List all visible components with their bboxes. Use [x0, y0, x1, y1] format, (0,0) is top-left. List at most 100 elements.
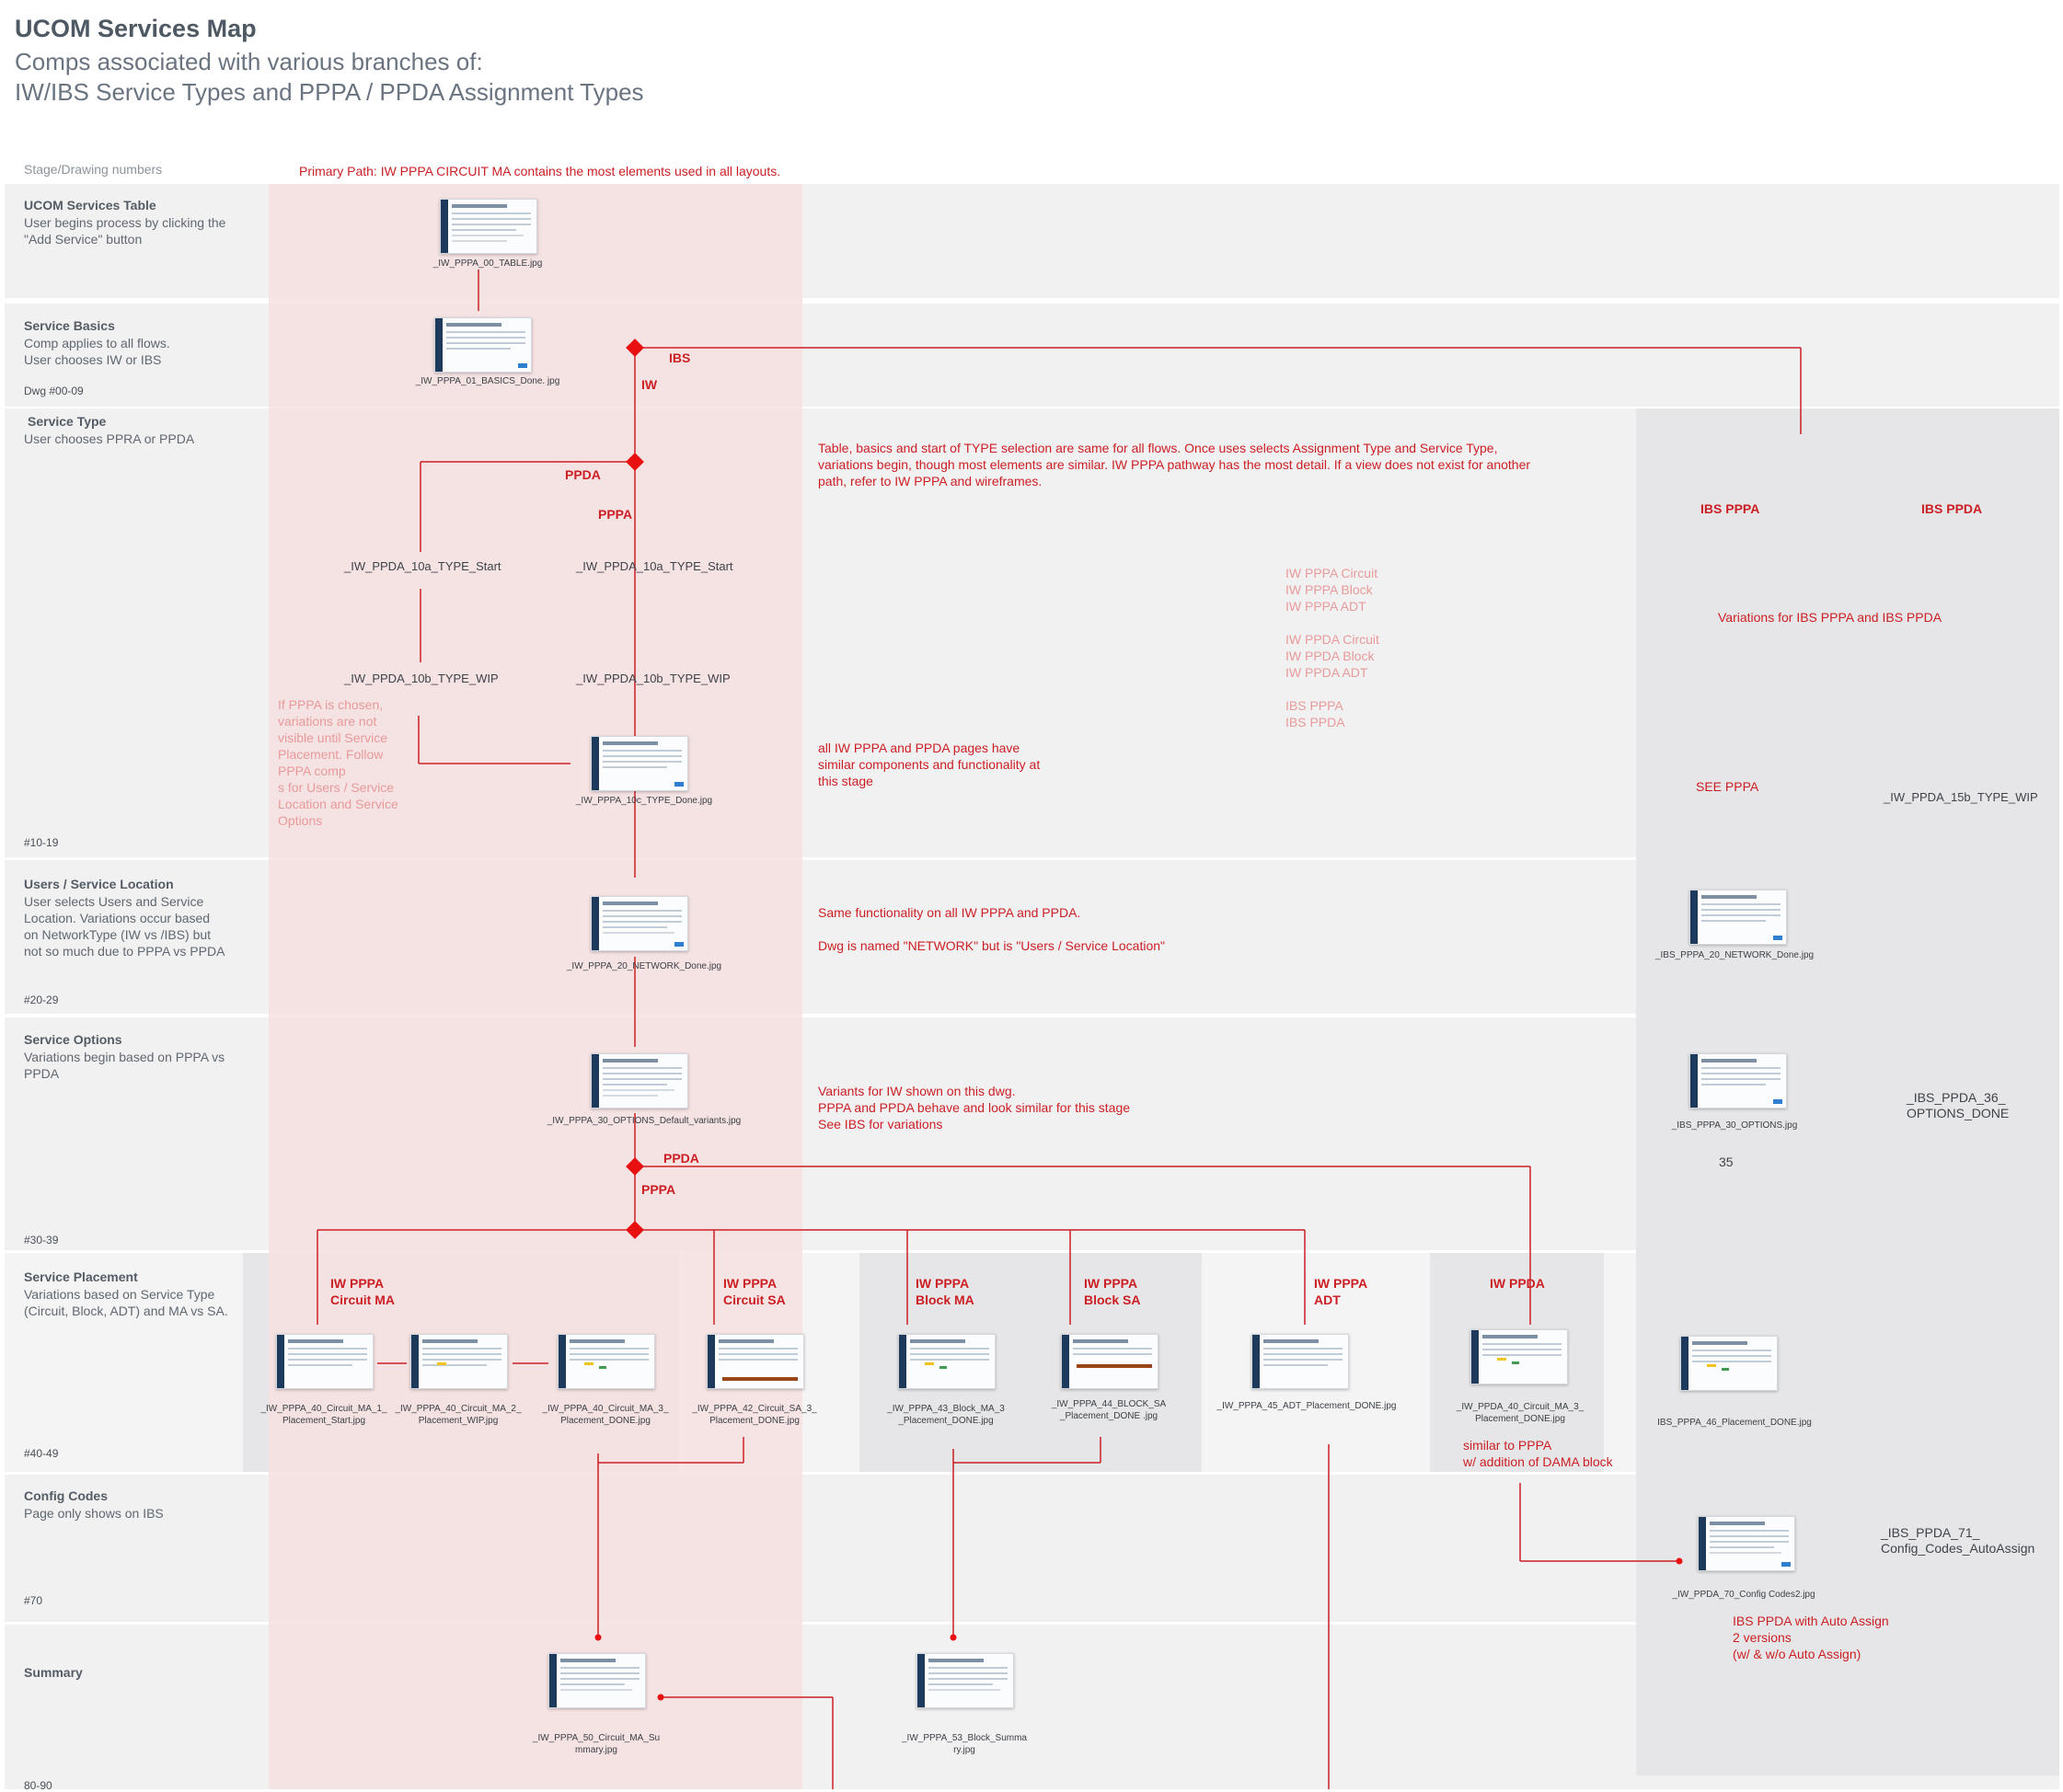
branch-label-ppda: PPDA [565, 467, 601, 482]
branch-label-ppda-options: PPDA [663, 1151, 699, 1166]
thumb-iw-pppa-01-basics[interactable] [434, 317, 532, 373]
thumb-iw-pppa-30-options[interactable] [591, 1053, 688, 1109]
stage-dwg-summary: 80-90 [24, 1779, 52, 1792]
stage-dwg-users: #20-29 [24, 994, 59, 1006]
note-variants-list-3: IBS PPPA IBS PPDA [1285, 698, 1345, 729]
caption-tibs30: _IBS_PPPA_30_OPTIONS.jpg [1671, 1120, 1798, 1131]
stage-desc-placement: Variations based on Service Type (Circui… [24, 1287, 228, 1318]
caption-t43: _IW_PPPA_43_Block_MA_3 _Placement_DONE.j… [887, 1404, 1005, 1426]
page-title: UCOM Services Map [15, 15, 257, 42]
caption-t42: _IW_PPPA_42_Circuit_SA_3_ Placement_DONE… [692, 1404, 817, 1426]
caption-t45: _IW_PPPA_45_ADT_Placement_DONE.jpg [1216, 1401, 1397, 1411]
stage-desc-basics: Comp applies to all flows. User chooses … [24, 336, 170, 367]
note-similar-pppa: similar to PPPA w/ addition of DAMA bloc… [1463, 1438, 1613, 1469]
caption-tppda40: _IW_PPDA_40_Circuit_MA_3_ Placement_DONE… [1456, 1402, 1585, 1424]
branch-label-ibs-ppda: IBS PPDA [1921, 501, 1983, 516]
thumb-iw-pppa-45-adt[interactable] [1251, 1334, 1349, 1389]
caption-t44: _IW_PPPA_44_BLOCK_SA _Placement_DONE .jp… [1051, 1399, 1167, 1421]
caption-t53: _IW_PPPA_53_Block_Summa ry.jpg [902, 1733, 1027, 1755]
stage-title-basics: Service Basics [24, 318, 115, 333]
thumb-iw-pppa-10c-type[interactable] [591, 736, 688, 791]
caption-t20: _IW_PPPA_20_NETWORK_Done.jpg [566, 961, 722, 971]
stage-title-config: Config Codes [24, 1488, 108, 1503]
primary-path-column [269, 184, 802, 1789]
caption-t40c: _IW_PPPA_40_Circuit_MA_3_ Placement_DONE… [542, 1404, 669, 1426]
label-ibs-15b: _IW_PPDA_15b_TYPE_WIP [1884, 790, 2038, 804]
thumb-iw-pppa-40-circuit-ma-1[interactable] [276, 1334, 374, 1389]
thumb-iw-pppa-00-table[interactable] [440, 199, 537, 254]
caption-tibs46: IBS_PPPA_46_Placement_DONE.jpg [1657, 1418, 1812, 1428]
stage-title-options: Service Options [24, 1032, 122, 1047]
label-pppa-10a: _IW_PPDA_10a_TYPE_Start [576, 559, 733, 573]
stage-title-users: Users / Service Location [24, 877, 174, 891]
branch-label-ibs: IBS [669, 350, 691, 365]
stage-desc-type: User chooses PPRA or PPDA [24, 431, 195, 446]
branch-label-pppa: PPPA [598, 507, 633, 522]
branch-label-circuit-ma: IW PPPA Circuit MA [330, 1276, 395, 1307]
stage-desc-table: User begins process by clicking the "Add… [24, 215, 226, 247]
branch-label-block-sa: IW PPPA Block SA [1084, 1276, 1141, 1307]
branch-label-iw-ppda: IW PPDA [1490, 1276, 1545, 1291]
stage-dwg-basics: Dwg #00-09 [24, 385, 84, 397]
page-subtitle-1: Comps associated with various branches o… [15, 48, 483, 75]
stage-title-summary: Summary [24, 1665, 83, 1680]
branch-label-ibs-pppa: IBS PPPA [1700, 501, 1760, 516]
caption-t30: _IW_PPPA_30_OPTIONS_Default_variants.jpg [547, 1116, 742, 1126]
thumb-iw-ppda-40-circuit-ma[interactable] [1470, 1329, 1568, 1384]
note-variants-list-2: IW PPDA Circuit IW PPDA Block IW PPDA AD… [1285, 632, 1379, 680]
note-num-35: 35 [1719, 1154, 1734, 1169]
note-same-func: Same functionality on all IW PPPA and PP… [818, 905, 1081, 920]
label-pppa-10b: _IW_PPDA_10b_TYPE_WIP [576, 672, 731, 685]
thumb-iw-pppa-20-network[interactable] [591, 896, 688, 951]
thumb-iw-pppa-43-block-ma[interactable] [898, 1334, 996, 1389]
note-type: Table, basics and start of TYPE selectio… [818, 441, 1531, 488]
note-dwg-named: Dwg is named "NETWORK" but is "Users / S… [818, 938, 1165, 953]
note-ibs-71: _IBS_PPDA_71_ Config_Codes_AutoAssign [1881, 1525, 2035, 1556]
page-subtitle-2: IW/IBS Service Types and PPPA / PPDA Ass… [15, 78, 644, 106]
note-ibs-autoassign: IBS PPDA with Auto Assign 2 versions (w/… [1733, 1614, 1889, 1661]
caption-tibs70: _IW_PPDA_70_Config Codes2.jpg [1672, 1590, 1815, 1600]
thumb-iw-pppa-44-block-sa[interactable] [1061, 1334, 1158, 1389]
thumb-iw-pppa-53-block-summary[interactable] [916, 1653, 1014, 1708]
thumb-iw-pppa-40-circuit-ma-3[interactable] [558, 1334, 655, 1389]
stage-desc-options: Variations begin based on PPPA vs PPDA [24, 1050, 225, 1081]
note-ibs-variations: Variations for IBS PPPA and IBS PPDA [1718, 610, 1942, 625]
thumb-ibs-pppa-30-options[interactable] [1689, 1053, 1787, 1109]
note-ibs-36: _IBS_PPDA_36_ OPTIONS_DONE [1907, 1090, 2010, 1120]
thumb-iw-ppda-70-config-codes[interactable] [1698, 1516, 1795, 1571]
branch-label-circuit-sa: IW PPPA Circuit SA [723, 1276, 786, 1307]
thumb-iw-pppa-40-circuit-ma-2[interactable] [410, 1334, 508, 1389]
primary-path-note: Primary Path: IW PPPA CIRCUIT MA contain… [299, 164, 781, 178]
branch-label-block-ma: IW PPPA Block MA [916, 1276, 974, 1307]
branch-label-iw: IW [641, 377, 658, 392]
note-all-iw: all IW PPPA and PPDA pages have similar … [818, 741, 1041, 788]
note-pppa-chosen: If PPPA is chosen, variations are not vi… [278, 697, 398, 828]
stage-dwg-config: #70 [24, 1594, 43, 1607]
caption-t40b: _IW_PPPA_40_Circuit_MA_2_ Placement_WIP.… [395, 1404, 522, 1426]
note-variants-iw: Variants for IW shown on this dwg. PPPA … [818, 1084, 1131, 1131]
thumb-iw-pppa-42-circuit-sa[interactable] [707, 1334, 804, 1389]
stage-desc-config: Page only shows on IBS [24, 1506, 164, 1521]
thumb-ibs-pppa-20-network[interactable] [1689, 890, 1787, 945]
label-ppda-10b: _IW_PPDA_10b_TYPE_WIP [344, 672, 499, 685]
note-see-pppa: SEE PPPA [1696, 779, 1759, 794]
caption-t50: _IW_PPPA_50_Circuit_MA_Su mmary.jpg [532, 1733, 661, 1755]
stage-dwg-placement: #40-49 [24, 1447, 59, 1460]
caption-t00: _IW_PPPA_00_TABLE.jpg [432, 258, 543, 269]
branch-label-pppa-options: PPPA [641, 1182, 676, 1197]
stage-title-table: UCOM Services Table [24, 198, 156, 213]
stage-title-placement: Service Placement [24, 1269, 138, 1284]
branch-label-adt: IW PPPA ADT [1314, 1276, 1368, 1307]
caption-tibs20: _IBS_PPPA_20_NETWORK_Done.jpg [1654, 950, 1815, 960]
stage-dwg-type: #10-19 [24, 836, 59, 849]
caption-t01: _IW_PPPA_01_BASICS_Done. jpg [415, 376, 560, 386]
note-variants-list-1: IW PPPA Circuit IW PPPA Block IW PPPA AD… [1285, 566, 1378, 614]
stage-title-type: Service Type [28, 414, 107, 429]
label-ppda-10a: _IW_PPDA_10a_TYPE_Start [344, 559, 501, 573]
thumb-iw-pppa-50-summary[interactable] [548, 1653, 646, 1708]
stage-desc-users: User selects Users and Service Location.… [24, 894, 225, 959]
caption-t40a: _IW_PPPA_40_Circuit_MA_1_ Placement_Star… [260, 1404, 387, 1426]
caption-t10c: _IW_PPPA_10c_TYPE_Done.jpg [575, 796, 713, 806]
thumb-ibs-pppa-46-placement[interactable] [1680, 1336, 1778, 1391]
